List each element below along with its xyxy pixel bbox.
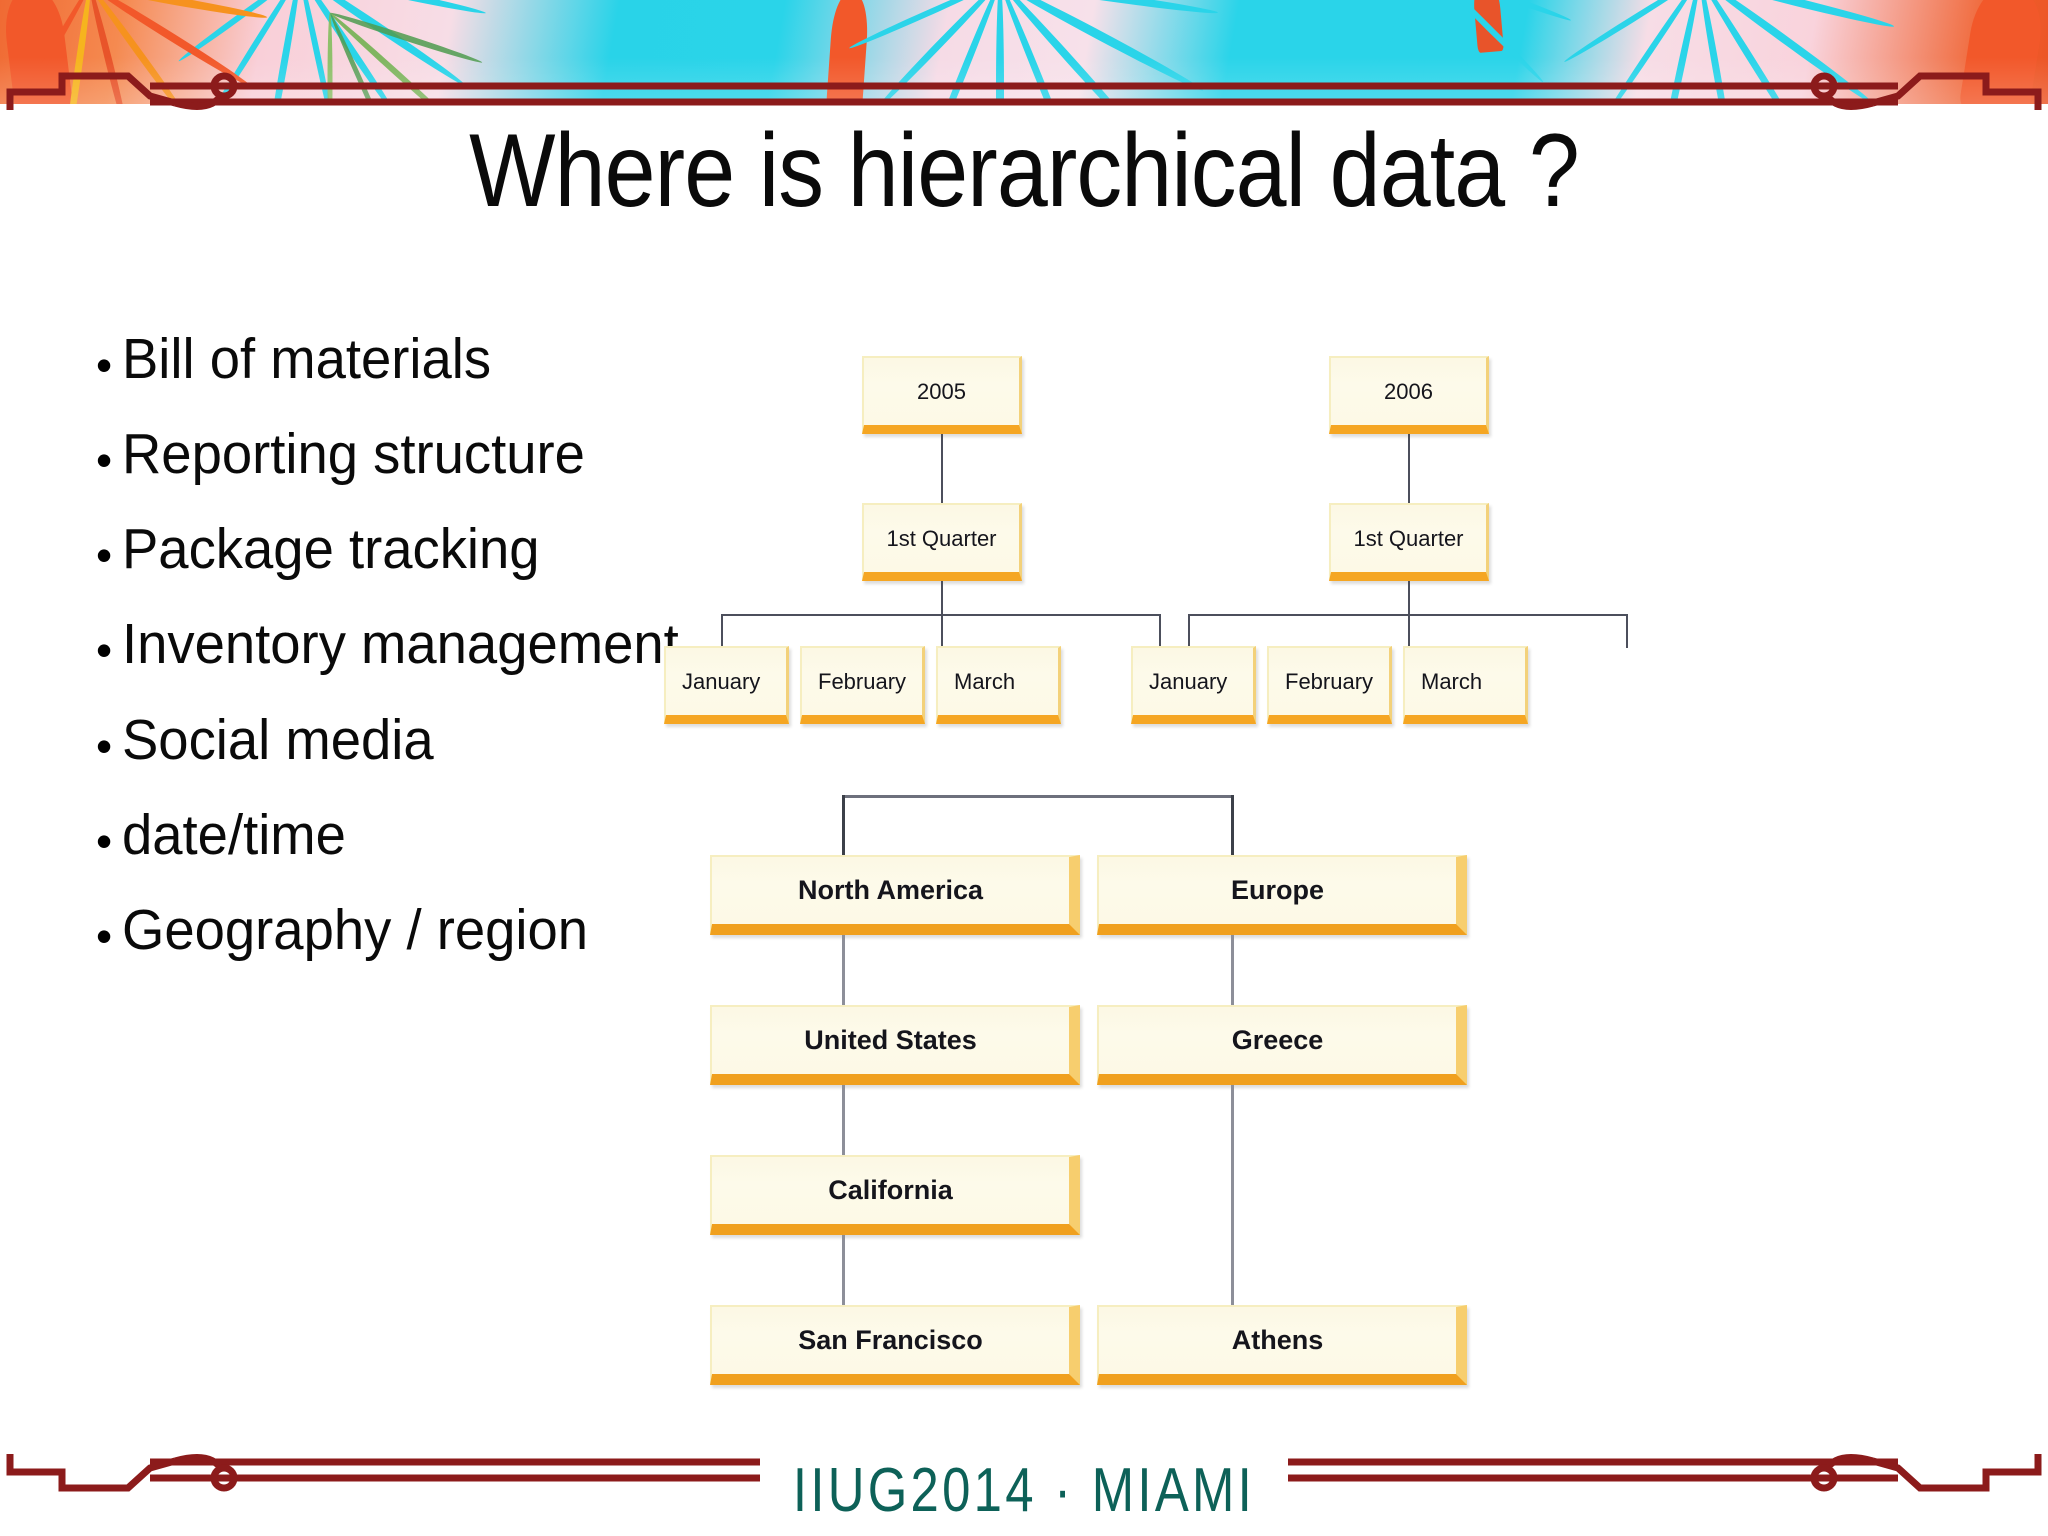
connector-united-states-to-california [842,1085,845,1158]
tree-node-2006-quarter: 1st Quarter [1329,503,1489,581]
list-item: • Package tracking [96,520,906,578]
connector-2006-root-to-quarter [1408,434,1410,503]
tree-node-2006-february: February [1267,646,1392,724]
bullet-marker-icon: • [96,814,113,867]
bullet-marker-icon: • [96,434,113,487]
connector-2005-to-february [941,614,943,648]
list-item: • date/time [96,802,906,867]
tree-node-united-states: United States [710,1005,1080,1085]
bullet-marker-icon: • [96,529,113,582]
tree-node-california: California [710,1155,1080,1235]
tree-node-2005-root: 2005 [862,356,1022,434]
tree-node-2005-quarter: 1st Quarter [862,503,1022,581]
bullet-label: Package tracking [122,517,540,582]
connector-2006-to-february [1408,614,1410,648]
connector-geo-to-north-america [842,795,845,857]
tree-node-2006-root: 2006 [1329,356,1489,434]
tree-node-2006-march: March [1403,646,1528,724]
bullet-list: • Bill of materials • Reporting structur… [96,330,906,996]
connector-geo-to-europe [1231,795,1234,857]
connector-2005-to-january [721,614,723,648]
tree-node-2005-january: January [664,646,789,724]
connector-geo-bus [842,795,1234,798]
decorative-border-bottom [6,1454,2042,1492]
bullet-label: Social media [122,707,434,772]
bullet-marker-icon: • [96,624,113,677]
bullet-marker-icon: • [96,909,113,962]
hierarchy-diagrams: 2005 1st Quarter January February March … [664,340,2040,1430]
tree-node-2006-january: January [1131,646,1256,724]
tree-node-2005-march: March [936,646,1061,724]
connector-2005-root-to-quarter [941,434,943,503]
bullet-marker-icon: • [96,719,113,772]
connector-2006-to-january [1188,614,1190,648]
bullet-marker-icon: • [96,339,113,391]
tree-node-2005-february: February [800,646,925,724]
connector-north-america-to-united-states [842,935,845,1008]
bullet-label: Inventory management [122,612,679,677]
tree-node-north-america: North America [710,855,1080,935]
tree-node-europe: Europe [1097,855,1467,935]
list-item: • Bill of materials [96,330,906,388]
bullet-label: date/time [122,802,346,867]
connector-california-to-san-francisco [842,1235,845,1308]
connector-2005-to-march [1159,614,1161,648]
tree-node-greece: Greece [1097,1005,1467,1085]
list-item: • Geography / region [96,901,906,959]
list-item: • Social media [96,707,906,772]
tree-node-athens: Athens [1097,1305,1467,1385]
connector-2005-quarter-stem [941,581,943,616]
connector-2006-quarter-stem [1408,581,1410,616]
connector-europe-to-greece [1231,935,1234,1008]
bullet-label: Bill of materials [122,327,492,391]
page-title: Where is hierarchical data ? [469,113,1580,229]
connector-2006-to-march [1626,614,1628,648]
bullet-label: Geography / region [122,897,589,962]
tree-node-san-francisco: San Francisco [710,1305,1080,1385]
footer-logo: IIUG2014 · MIAMI [792,1456,1256,1525]
bullet-label: Reporting structure [122,422,585,487]
list-item: • Inventory management [96,615,906,673]
decorative-border-top [6,72,2042,110]
connector-greece-to-athens [1231,1085,1234,1308]
list-item: • Reporting structure [96,425,906,483]
